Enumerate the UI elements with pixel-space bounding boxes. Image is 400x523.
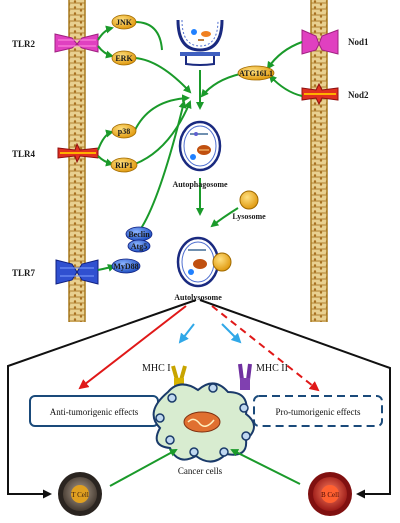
tlr7-receptor-icon — [55, 259, 99, 285]
t-cell-icon: T Cell — [58, 472, 102, 516]
mhc1-label: MHC I — [142, 363, 171, 374]
anti-tumorigenic-label: Anti-tumorigenic effects — [50, 407, 139, 417]
beclin-pill: Beclin — [125, 226, 153, 242]
pro-tumorigenic-label: Pro-tumorigenic effects — [275, 407, 361, 417]
lysosome-icon — [239, 190, 259, 210]
red-solid-arrow — [78, 305, 187, 390]
phagophore-icon — [176, 19, 224, 66]
blue-arrow-mhc1 — [178, 323, 195, 344]
autophagosome-label: Autophagosome — [172, 180, 228, 189]
nod1-receptor-icon — [301, 29, 339, 55]
signaling-arrows — [97, 21, 303, 272]
p38-label: p38 — [118, 127, 130, 136]
tcell-arrow — [109, 449, 178, 487]
tlr2-receptor-icon — [54, 33, 99, 53]
tlr7-label: TLR7 — [12, 268, 36, 278]
b-cell-icon: B Cell — [308, 472, 352, 516]
b-cell-label: B Cell — [321, 491, 339, 499]
tlr4-receptor-icon — [57, 142, 99, 164]
atg16l1-pill: ATG16L1 — [237, 65, 275, 81]
atg5-pill: Atg5 — [127, 239, 151, 253]
cancer-cells-label: Cancer cells — [178, 466, 223, 476]
mhc2-label: MHC II — [256, 363, 288, 374]
nod2-receptor-icon — [301, 82, 339, 106]
atg5-label: Atg5 — [131, 242, 147, 251]
t-cell-label: T Cell — [71, 491, 89, 499]
autolysosome-icon — [176, 236, 232, 288]
right-membrane — [310, 0, 328, 322]
atg16l1-label: ATG16L1 — [239, 69, 273, 78]
rip1-label: RIP1 — [115, 161, 133, 170]
autophagosome-icon — [178, 120, 222, 172]
cancer-cell-icon — [152, 382, 255, 463]
p38-pill: p38 — [111, 123, 137, 139]
beclin-label: Beclin — [128, 230, 150, 239]
nod1-label: Nod1 — [348, 37, 369, 47]
jnk-pill: JNK — [111, 14, 137, 30]
erk-pill: ERK — [111, 50, 137, 66]
pro-tumorigenic-box: Pro-tumorigenic effects — [253, 395, 383, 427]
erk-label: ERK — [115, 54, 133, 63]
myd88-label: MyD88 — [113, 262, 138, 271]
tlr2-label: TLR2 — [12, 39, 36, 49]
outer-triangle-lines — [7, 299, 391, 499]
lysosome-label: Lysosome — [232, 212, 266, 221]
nod2-label: Nod2 — [348, 90, 369, 100]
bcell-arrow — [230, 449, 301, 485]
rip1-pill: RIP1 — [110, 157, 138, 173]
myd88-pill: MyD88 — [111, 258, 141, 274]
red-dashed-arrow — [211, 305, 320, 392]
mhc2-icon — [238, 363, 252, 390]
anti-tumorigenic-box: Anti-tumorigenic effects — [29, 395, 159, 427]
jnk-label: JNK — [116, 18, 133, 27]
autolysosome-label: Autolysosome — [174, 293, 222, 302]
blue-arrow-mhc2 — [221, 323, 242, 344]
tlr4-label: TLR4 — [12, 149, 36, 159]
